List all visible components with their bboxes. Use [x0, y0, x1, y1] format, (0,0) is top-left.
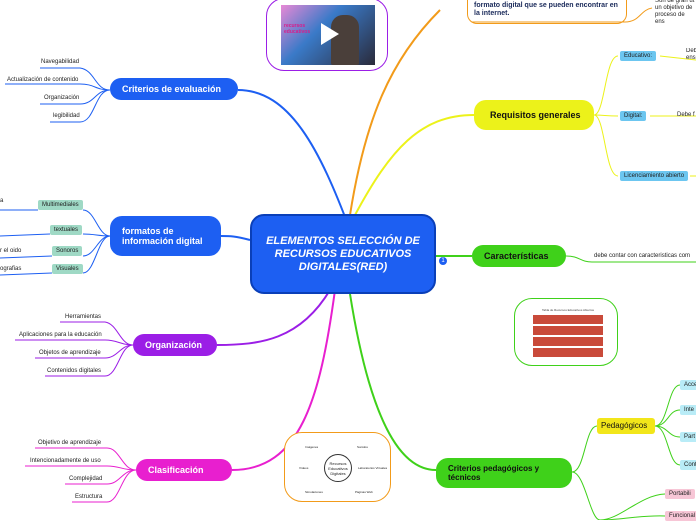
rea-definition-note[interactable]: Los REA son materiales educativos en for… — [467, 0, 627, 24]
caracteristicas-node[interactable]: Características — [472, 245, 566, 267]
diagram-label: Sonidos — [357, 445, 368, 449]
requisito-tag: Educativo: — [620, 51, 656, 61]
organizacion-item: Aplicaciones para la educación — [19, 332, 102, 338]
clasificacion-item: Estructura — [75, 494, 102, 500]
formato-note: r el oido — [0, 248, 21, 254]
tecnico-item: Portabili — [665, 489, 695, 499]
video-thumbnail-image[interactable]: recursos educativos — [266, 0, 388, 71]
pedagogico-item: Acce — [680, 380, 696, 390]
requisito-note: Debe f — [677, 112, 695, 118]
table-rows — [533, 315, 603, 359]
criterio-item: legibilidad — [53, 113, 80, 119]
diagram-label: Simulaciones — [305, 490, 323, 494]
clasificacion-node[interactable]: Clasificación — [136, 459, 232, 481]
video-caption: recursos educativos — [284, 23, 314, 35]
pedagogicos-node[interactable]: Pedagógicos — [597, 418, 655, 434]
diagram-label: Imágenes — [305, 445, 318, 449]
pedagogico-item: Part — [680, 432, 696, 442]
diagram-center-circle: Recursos Educativos Digitales — [324, 454, 352, 482]
criterios-pedagogicos-tecnicos-node[interactable]: Criterios pedagógicos y técnicos — [436, 458, 572, 488]
criterio-item: Actualización de contenido — [7, 77, 78, 83]
table-title: Tabla de Recursos Educativos Abiertos — [533, 308, 603, 312]
formato-tag: Multimediales — [38, 200, 83, 210]
formato-note: ografias — [0, 266, 21, 272]
formato-tag: Visuales — [52, 264, 83, 274]
clasificacion-item: Complejidad — [69, 476, 102, 482]
formato-tag: textuales — [50, 225, 82, 235]
collapse-toggle-icon[interactable]: 1 — [439, 257, 447, 265]
caracteristicas-note: debe contar con caracteristicas com — [594, 253, 690, 259]
video-frame[interactable]: recursos educativos — [281, 5, 375, 65]
criterio-item: Navegabilidad — [41, 59, 79, 65]
criterios-evaluacion-node[interactable]: Criterios de evaluación — [110, 78, 238, 100]
play-icon[interactable] — [321, 23, 339, 45]
clasificacion-item: Objetivo de aprendizaje — [38, 440, 101, 446]
requisito-tag: Licenciamiento abierto — [620, 171, 688, 181]
diagram-label: Vídeos — [299, 466, 308, 470]
requisitos-generales-node[interactable]: Requisitos generales — [474, 100, 594, 130]
diagram-label: Páginas Web — [355, 490, 373, 494]
requisito-note: Deb ens — [686, 48, 696, 62]
pedagogico-item: Inte — [680, 405, 696, 415]
organizacion-item: Objetos de aprendizaje — [39, 350, 101, 356]
organizacion-item: Herramientas — [65, 314, 101, 320]
clasificacion-item: Intencionadamente de uso — [30, 458, 101, 464]
formato-tag: Sonoros — [52, 246, 82, 256]
requisito-tag: Digital: — [620, 111, 646, 121]
resource-table-image: Tabla de Recursos Educativos Abiertos — [514, 298, 618, 366]
pedagogico-item: Cont — [680, 460, 696, 470]
organizacion-item: Contenidos digitales — [47, 368, 101, 374]
criterio-item: Organización — [44, 95, 79, 101]
rea-side-note: Son de gran ut un objetivo de proceso de… — [655, 0, 696, 26]
formato-note: a — [0, 198, 3, 204]
resource-types-diagram-image: Recursos Educativos Digitales Imágenes S… — [284, 432, 391, 502]
formatos-informacion-node[interactable]: formatos de información digital — [110, 216, 221, 256]
central-topic[interactable]: ELEMENTOS SELECCIÓN DE RECURSOS EDUCATIV… — [250, 214, 436, 294]
organizacion-node[interactable]: Organización — [133, 334, 217, 356]
diagram-label: Laboratorios Virtuales — [358, 466, 387, 470]
